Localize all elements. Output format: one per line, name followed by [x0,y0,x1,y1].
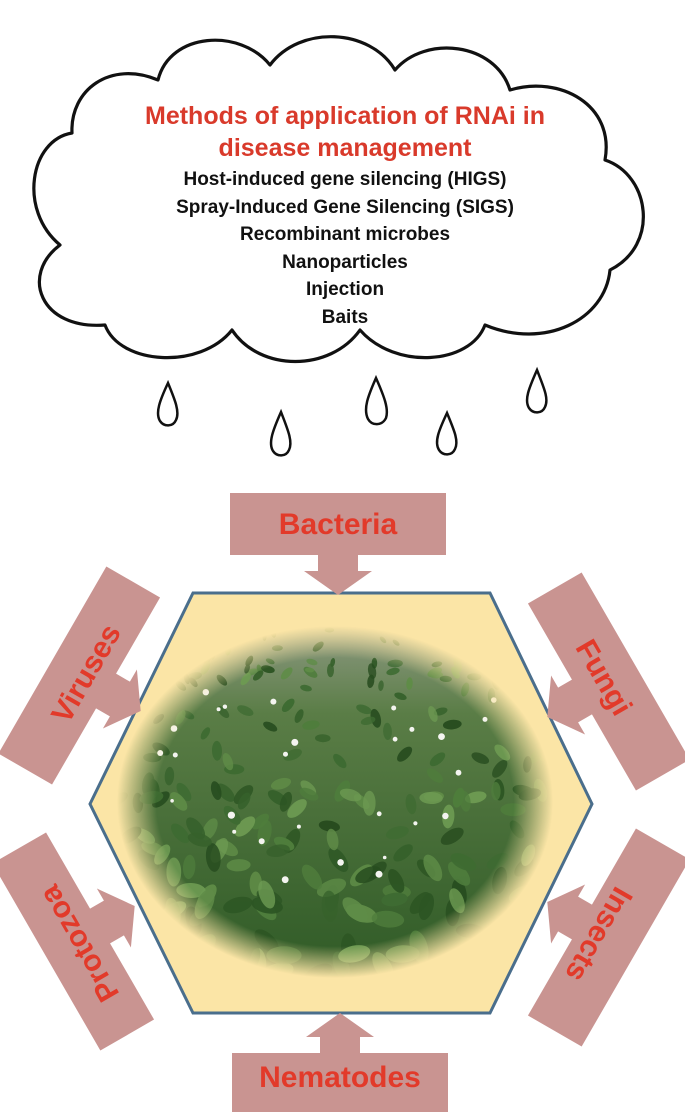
method-baits: Baits [321,306,369,328]
method-higs: Host-induced gene silencing (HIGS) [183,169,507,190]
cloud-text: Methods of application of RNAi in diseas… [110,100,580,331]
label-nematodes: Nematodes [259,1061,421,1094]
label-bacteria: Bacteria [278,508,398,541]
raindrop-icon [525,366,548,414]
method-recombinant-microbes: Recombinant microbes [239,224,451,245]
raindrop-icon [156,379,179,427]
arrow-insects [527,828,685,1047]
sesame-field-photo [104,625,563,996]
methods-list: Host-induced gene silencing (HIGS) Spray… [110,166,580,331]
cloud [32,35,645,364]
raindrop-icon [364,374,389,426]
raindrops [156,366,548,457]
raindrop-icon [435,409,458,456]
method-injection: Injection [305,279,385,300]
arrow-protozoa [0,832,155,1051]
arrow-bacteria [230,493,446,595]
raindrop-icon [269,408,292,457]
title-line-1: Methods of application of RNAi in [145,102,545,130]
arrow-viruses [0,566,161,785]
method-nanoparticles: Nanoparticles [282,251,408,273]
arrow-fungi [527,572,685,791]
title-line-2: disease management [218,134,472,162]
method-sigs: Spray-Induced Gene Silencing (SIGS) [176,196,514,218]
diagram-title: Methods of application of RNAi in diseas… [110,100,580,164]
arrow-nematodes [232,1013,448,1112]
